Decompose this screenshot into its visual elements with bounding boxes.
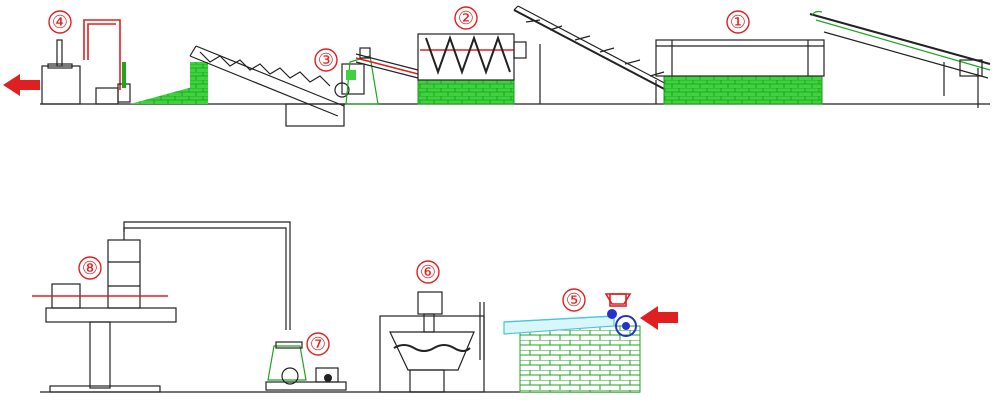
station-1-number: ① bbox=[730, 12, 746, 33]
station-1-wash-tank bbox=[655, 39, 825, 105]
station-6-number: ⑥ bbox=[420, 262, 436, 283]
label-station-8: ⑧ bbox=[78, 256, 102, 280]
station-7-number: ⑦ bbox=[310, 334, 326, 355]
conveyor-2-1 bbox=[513, 5, 675, 104]
label-station-5: ⑤ bbox=[562, 288, 586, 312]
station-3-number: ③ bbox=[318, 50, 334, 71]
label-station-1: ① bbox=[726, 10, 750, 34]
station-5-feeder bbox=[503, 293, 641, 393]
station-8-silo bbox=[32, 221, 291, 393]
label-station-7: ⑦ bbox=[306, 332, 330, 356]
station-8-number: ⑧ bbox=[82, 258, 98, 279]
station-4-number: ④ bbox=[52, 12, 68, 33]
label-station-3: ③ bbox=[314, 48, 338, 72]
station-4-tank bbox=[41, 19, 208, 105]
label-station-4: ④ bbox=[48, 10, 72, 34]
conveyor-4-3 bbox=[189, 45, 345, 127]
output-arrow bbox=[3, 74, 40, 96]
station-2-screw-washer bbox=[417, 33, 527, 105]
label-station-6: ⑥ bbox=[416, 260, 440, 284]
station-6-agitator-tank bbox=[379, 291, 485, 393]
feed-conveyor bbox=[809, 10, 991, 108]
input-arrow bbox=[640, 306, 678, 330]
label-station-2: ② bbox=[454, 6, 478, 30]
station-7-blower bbox=[265, 341, 347, 391]
station-3-crusher bbox=[334, 47, 419, 105]
bottom-row: ⑧ ⑦ ⑥ ⑤ bbox=[32, 221, 678, 393]
station-5-number: ⑤ bbox=[566, 290, 582, 311]
top-row: ④ ② ③ ① bbox=[3, 5, 991, 127]
station-2-number: ② bbox=[458, 8, 474, 29]
